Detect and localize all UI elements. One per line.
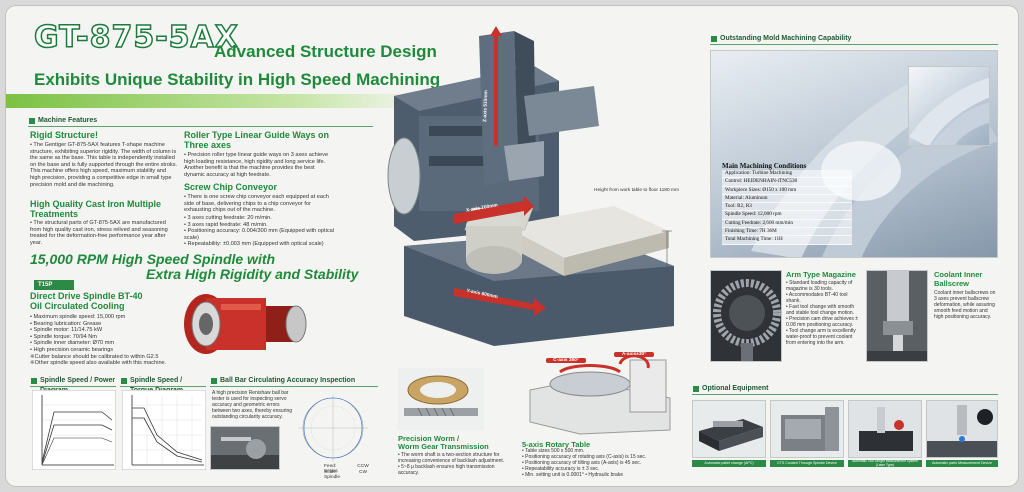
parts-measure-photo xyxy=(926,400,998,458)
spindle-headline-2: Extra High Rigidity and Stability xyxy=(146,266,359,282)
worm-title-1: Precision Worm / xyxy=(398,434,460,443)
headline-structure: Advanced Structure Design xyxy=(214,42,437,61)
laser-measure-photo xyxy=(848,400,922,458)
rigid-title: Rigid Structure! xyxy=(30,130,99,140)
coolant-title-2: Ballscrew xyxy=(934,279,970,288)
ballbar-legend-cw: CW xyxy=(359,470,367,475)
ballbar-legend-scale: Scale: Spindle xyxy=(324,470,341,480)
rotary-list: • Table sizes 500 x 500 mm. • Positionin… xyxy=(522,448,682,478)
condition-row: Total Machining Time: 11H xyxy=(722,236,852,245)
worm-item: • 5~8 μ backlash ensures high transmissi… xyxy=(398,464,495,476)
spindle-title-1: Direct Drive Spindle BT-40 xyxy=(30,291,143,301)
condition-row: Workpiece Sizes: Ø150 x 100 mm xyxy=(722,186,852,195)
torque-diagram xyxy=(122,390,206,470)
roller-text: • Precision roller type linear guide way… xyxy=(184,152,329,178)
model-title: GT-875-5AX xyxy=(33,19,239,56)
ballscrew-photo xyxy=(866,270,928,362)
optional-item-cts: CTS Coolant Through Spindle Device xyxy=(770,460,844,467)
spindle-spec-item: • Spindle inner diameter: Ø70 mm xyxy=(30,340,115,347)
section-torque-diagram: Spindle Speed / Torque Diagram xyxy=(120,376,206,394)
spindle-spec-item: ※Cutter balance should be calibrated to … xyxy=(30,353,159,360)
feed-spec-list: • 3 axes cutting feedrate: 20 m/min. • 3… xyxy=(184,215,344,248)
ballbar-plot xyxy=(298,394,368,462)
magazine-item: • Precision cam drive achieves ± 0.08 mm… xyxy=(786,316,859,328)
condition-row: Tool: R2, R3 xyxy=(722,203,852,212)
magazine-title: Arm Type Magazine xyxy=(786,270,856,279)
rotary-item: • Positioning accuracy of rotating axis … xyxy=(522,454,647,460)
rotary-item: • Positioning accuracy of tilting axis (… xyxy=(522,460,642,466)
rotary-item: • Min. setting unit is 0.0001° • Hydraul… xyxy=(522,472,624,478)
rigid-text: • The Gentiger GT-875-5AX features T-sha… xyxy=(30,142,178,188)
worm-list: • The worm shaft is a two-section struct… xyxy=(398,452,508,476)
ballbar-text: A high precision Renishaw ball bar teste… xyxy=(212,390,293,420)
chip-conveyor-title: Screw Chip Conveyor xyxy=(184,182,278,192)
worm-gear-photo xyxy=(398,368,484,430)
height-note: Height from work table to floor 1180 mm xyxy=(594,188,679,193)
spindle-model-tag: T15P xyxy=(34,280,74,290)
brochure-sheet: GT-875-5AX Advanced Structure Design Exh… xyxy=(6,6,1018,486)
worm-item: • The worm shaft is a two-section struct… xyxy=(398,452,505,464)
spindle-title-2: Oil Circulated Cooling xyxy=(30,301,125,311)
rotary-item: • Repeatability accuracy is ± 3 sec. xyxy=(522,466,600,472)
conditions-title: Main Machining Conditions xyxy=(722,162,807,170)
coolant-text: Coolant inner ballscrews on 3 axes preve… xyxy=(934,290,996,320)
spindle-spec-item: ※Other spindle speed also available with… xyxy=(30,360,167,367)
a-axis-label: A-axis±30° xyxy=(614,352,654,357)
condition-row: Application: Turbine Machining xyxy=(722,170,852,179)
cast-iron-title: High Quality Cast Iron Multiple Treatmen… xyxy=(30,199,162,219)
spindle-photo xyxy=(184,294,307,354)
optional-item-apc: Automatic pallet change (APC) xyxy=(692,460,766,467)
machining-conditions: Main Machining Conditions Application: T… xyxy=(722,162,852,245)
worm-title-2: Worm Gear Transmission xyxy=(398,442,489,451)
condition-row: Control: HEIDENHAIN-iTNC530 xyxy=(722,178,852,187)
cts-photo xyxy=(770,400,844,458)
condition-row: Material: Aluminum xyxy=(722,194,852,204)
machine-illustration xyxy=(387,26,674,346)
section-machine-features: Machine Features xyxy=(28,116,373,127)
chip-conveyor-text: • There is one screw chip conveyor each … xyxy=(184,194,329,214)
roller-title: Roller Type Linear Guide Ways on Three a… xyxy=(184,130,330,150)
section-mold-machining: Outstanding Mold Machining Capability xyxy=(710,34,998,45)
headline-stability: Exhibits Unique Stability in High Speed … xyxy=(34,70,441,89)
spindle-spec-item: • Spindle motor: 11/14.75 kW xyxy=(30,327,103,334)
condition-row: Cutting Feedrate: 2,600 mm/min xyxy=(722,219,852,229)
condition-row: Spindle Speed: 12,000 rpm xyxy=(722,211,852,220)
spindle-spec-item: • High precision ceramic bearings xyxy=(30,346,114,353)
magazine-item: • Tool change arm is excellently water-p… xyxy=(786,328,856,346)
ballbar-photo xyxy=(210,426,280,470)
spec-cutting-feedrate: • 3 axes cutting feedrate: 20 m/min. xyxy=(184,215,272,221)
spec-repeatability: • Repeatability: ±0.003 mm (Equipped wit… xyxy=(184,241,324,248)
spindle-spec-item: • Maximum spindle speed: 15,000 rpm xyxy=(30,314,126,320)
magazine-item: • Fast tool change with smooth and stabl… xyxy=(786,304,855,316)
section-power-diagram: Spindle Speed / Power Diagram xyxy=(30,376,116,394)
spindle-spec-list: • Maximum spindle speed: 15,000 rpm • Be… xyxy=(30,314,180,367)
coolant-title-1: Coolant Inner xyxy=(934,270,983,279)
spec-rapid-feedrate: • 3 axes rapid feedrate: 48 m/min. xyxy=(184,221,268,228)
rotary-table-photo xyxy=(529,354,671,435)
spindle-spec-item: • Spindle torque: 70/94 Nm xyxy=(30,333,97,340)
optional-item-laser: Automatic Tool Length Measurement System… xyxy=(848,459,922,467)
magazine-list: • Standard loading capacity of magazine … xyxy=(786,280,862,346)
section-optional-equipment: Optional Equipment xyxy=(692,384,998,395)
optional-item-parts-measure: Automatic parts Measurement Device xyxy=(926,460,998,467)
rotary-item: • Table sizes 500 x 500 mm. xyxy=(522,448,585,454)
magazine-item: • Accommodates BT-40 tool shank. xyxy=(786,292,848,304)
spindle-headline-1: 15,000 RPM High Speed Spindle with xyxy=(30,251,276,267)
turbine-detail-photo xyxy=(908,66,990,146)
header-accent-band xyxy=(6,94,426,108)
rotary-title: 5-axis Rotary Table xyxy=(522,440,591,449)
ballbar-legend-feed: Feed: Series xyxy=(324,464,338,474)
magazine-item: • Standard loading capacity of magazine … xyxy=(786,280,853,292)
magazine-photo xyxy=(710,270,782,362)
power-diagram xyxy=(32,390,116,470)
c-axis-label: C-axis 360° xyxy=(546,358,586,363)
apc-photo xyxy=(692,400,766,458)
condition-row: Finishing Time: 7H 36M xyxy=(722,228,852,237)
section-ballbar: Ball Bar Circulating Accuracy Inspection xyxy=(210,376,378,387)
spec-positioning-accuracy: • Positioning accuracy: 0.004/300 mm (Eq… xyxy=(184,228,334,241)
cast-iron-text: • The structural parts of GT-875-5AX are… xyxy=(30,220,168,246)
spindle-spec-item: • Bearing lubrication: Grease xyxy=(30,320,102,327)
ballbar-legend-ccw: CCW xyxy=(357,464,369,469)
